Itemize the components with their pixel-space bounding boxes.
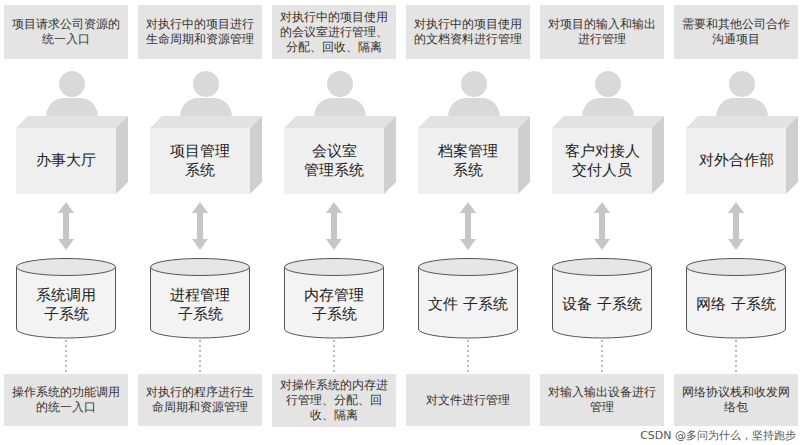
watermark: CSDN @多问为什么，坚持跑步	[638, 429, 798, 443]
desk-box: 项目管理 系统	[150, 128, 250, 194]
description-box: 对项目的输入和输出进行管理	[540, 5, 664, 59]
node-text: 需要和其他公司合作沟通项目	[679, 17, 793, 47]
person-figure	[582, 71, 634, 118]
node-text: 客户对接人 交付人员	[558, 142, 646, 181]
node-text: 对输入输出设备进行管理	[545, 385, 659, 415]
desk-box: 办事大厅	[16, 128, 116, 194]
description-box: 操作系统的功能调用的统一入口	[4, 374, 128, 426]
person-figure	[180, 71, 232, 118]
desk-box: 对外合作部	[686, 128, 786, 194]
person-figure	[314, 71, 366, 118]
description-box: 对执行中的项目进行生命周期和资源管理	[138, 5, 262, 59]
node-text: 设备 子系统	[562, 295, 642, 315]
dotted-connector	[334, 340, 335, 372]
subsystem-cylinder: 设备 子系统	[552, 258, 652, 338]
node-text: 项目请求公司资源的统一入口	[9, 17, 123, 47]
person-figure	[716, 71, 768, 118]
subsystem-cylinder: 进程管理 子系统	[150, 258, 250, 338]
description-box: 对操作系统的内存进行管理、分配、回收、隔离	[272, 374, 396, 427]
desk-box: 会议室 管理系统	[284, 128, 384, 194]
description-box: 网络协议栈和收发网络包	[674, 374, 798, 426]
node-text: 网络 子系统	[696, 295, 776, 315]
description-box: 需要和其他公司合作沟通项目	[674, 5, 798, 59]
node-text: 对执行中的项目进行生命周期和资源管理	[143, 17, 257, 47]
node-text: 项目管理 系统	[156, 142, 244, 181]
dotted-connector	[602, 340, 603, 372]
description-box: 对文件进行管理	[406, 374, 530, 426]
node-text: 文件 子系统	[428, 295, 508, 315]
node-text: 系统调用 子系统	[22, 286, 110, 325]
description-box: 项目请求公司资源的统一入口	[4, 5, 128, 59]
node-text: 对操作系统的内存进行管理、分配、回收、隔离	[277, 378, 391, 423]
person-figure	[448, 71, 500, 118]
node-text: 对执行的程序进行生命周期和资源管理	[143, 385, 257, 415]
node-text: 会议室 管理系统	[290, 142, 378, 181]
double-arrow	[58, 202, 74, 250]
node-text: 对外合作部	[699, 151, 774, 171]
desk-box: 客户对接人 交付人员	[552, 128, 652, 194]
subsystem-cylinder: 内存管理 子系统	[284, 258, 384, 338]
node-text: 操作系统的功能调用的统一入口	[9, 385, 123, 415]
double-arrow	[192, 202, 208, 250]
dotted-connector	[468, 340, 469, 372]
double-arrow	[460, 202, 476, 250]
node-text: 网络协议栈和收发网络包	[679, 385, 793, 415]
person-figure	[46, 71, 98, 118]
description-box: 对执行中的项目使用的文档资料进行管理	[406, 5, 530, 59]
node-text: 对执行中的项目使用的会议室进行管理、分配、回收、隔离	[277, 10, 391, 55]
subsystem-cylinder: 文件 子系统	[418, 258, 518, 338]
node-text: 办事大厅	[36, 151, 96, 171]
description-box: 对执行中的项目使用的会议室进行管理、分配、回收、隔离	[272, 5, 396, 59]
desk-box: 档案管理 系统	[418, 128, 518, 194]
subsystem-cylinder: 系统调用 子系统	[16, 258, 116, 338]
dotted-connector	[736, 340, 737, 372]
dotted-connector	[66, 340, 67, 372]
node-text: 对文件进行管理	[426, 393, 510, 408]
double-arrow	[594, 202, 610, 250]
node-text: 对项目的输入和输出进行管理	[545, 17, 659, 47]
subsystem-cylinder: 网络 子系统	[686, 258, 786, 338]
node-text: 内存管理 子系统	[290, 286, 378, 325]
double-arrow	[326, 202, 342, 250]
double-arrow	[728, 202, 744, 250]
node-text: 进程管理 子系统	[156, 286, 244, 325]
description-box: 对输入输出设备进行管理	[540, 374, 664, 426]
node-text: 对执行中的项目使用的文档资料进行管理	[411, 17, 525, 47]
node-text: 档案管理 系统	[424, 142, 512, 181]
dotted-connector	[200, 340, 201, 372]
description-box: 对执行的程序进行生命周期和资源管理	[138, 374, 262, 426]
